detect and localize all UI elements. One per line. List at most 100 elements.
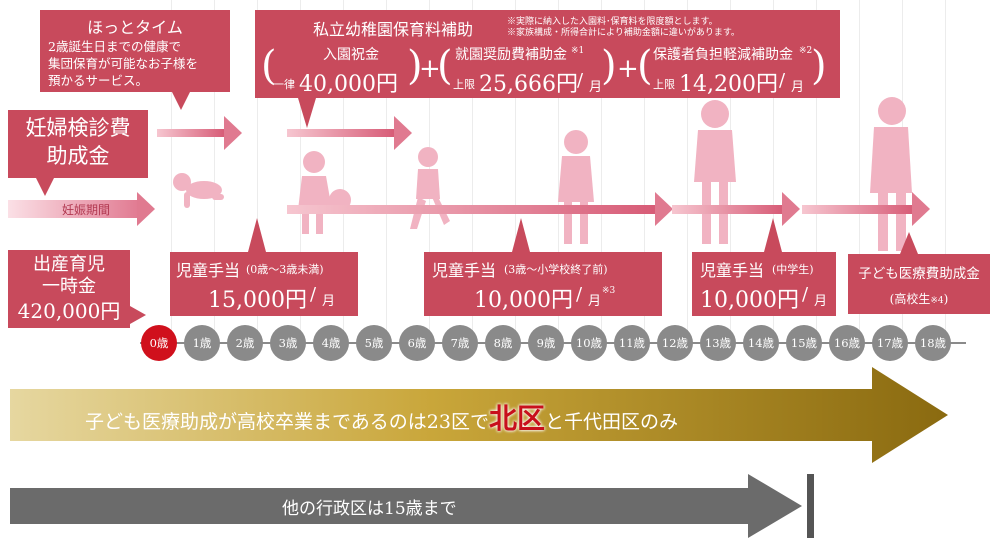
entrance-bonus-amount: 40,000円 bbox=[299, 72, 398, 97]
age-3: 3歳 bbox=[270, 325, 306, 361]
age-4: 4歳 bbox=[313, 325, 349, 361]
child-allowance-1-title: 児童手当 bbox=[176, 261, 241, 280]
guardian-relief-unit: 月 bbox=[791, 80, 805, 95]
age-9: 9歳 bbox=[528, 325, 564, 361]
medical-subsidy-close: ) bbox=[943, 292, 949, 306]
child-allowance-1-box: 児童手当 (0歳～3歳未満) 15,000円 / 月 bbox=[170, 252, 358, 316]
age-7: 7歳 bbox=[442, 325, 478, 361]
age-5: 5歳 bbox=[356, 325, 392, 361]
gray-banner-text: 他の行政区は15歳まで bbox=[282, 499, 457, 519]
childbirth-lumpsum-amount: 420,000円 bbox=[17, 299, 121, 323]
guardian-relief-label: 保護者負担軽減補助金 bbox=[653, 47, 793, 63]
gold-banner-highlight: 北区 bbox=[489, 402, 546, 435]
gold-banner-arrow bbox=[10, 367, 948, 463]
age-18: 18歳 bbox=[915, 325, 951, 361]
child-allowance-3-pointer bbox=[764, 218, 782, 252]
child-allowance-1-pointer bbox=[248, 218, 266, 252]
age-0: 0歳 bbox=[141, 325, 177, 361]
timeline-arrow-head-3 bbox=[912, 192, 930, 226]
age-15: 15歳 bbox=[786, 325, 822, 361]
enrollment-subsidy-prefix: 上限 bbox=[453, 78, 475, 91]
age-8: 8歳 bbox=[485, 325, 521, 361]
guardian-relief-mark: ※2 bbox=[799, 46, 813, 56]
prenatal-checkup-box: 妊婦検診費 助成金 bbox=[8, 110, 148, 178]
gold-banner-text: 子ども医療助成が高校卒業まであるのは23区で北区と千代田区のみ bbox=[85, 397, 678, 437]
child-allowance-3-amount: 10,000円 bbox=[700, 288, 799, 313]
age-17: 17歳 bbox=[872, 325, 908, 361]
timeline-arrow-bar-3 bbox=[802, 205, 914, 214]
guardian-relief-prefix: 上限 bbox=[653, 78, 675, 91]
child-allowance-2-mark: ※3 bbox=[602, 286, 616, 296]
kindergarten-arrow-bar bbox=[287, 129, 395, 137]
private-kindergarten-pointer bbox=[298, 98, 316, 128]
childbirth-lumpsum-line2: 一時金 bbox=[42, 276, 96, 297]
age-10: 10歳 bbox=[571, 325, 607, 361]
enrollment-subsidy-label: 就園奨励費補助金 bbox=[455, 47, 567, 63]
medical-subsidy-mark: ※4 bbox=[930, 296, 944, 306]
prenatal-checkup-pointer bbox=[36, 178, 54, 196]
prenatal-checkup-line2: 助成金 bbox=[46, 144, 110, 168]
hotto-time-title: ほっとタイム bbox=[87, 18, 183, 37]
timeline-arrow-head-1 bbox=[655, 192, 673, 226]
hotto-arrow-bar bbox=[157, 129, 225, 137]
age-14: 14歳 bbox=[743, 325, 779, 361]
age-11: 11歳 bbox=[614, 325, 650, 361]
gray-banner-arrow bbox=[10, 474, 814, 538]
medical-subsidy-title: 子ども医療費助成金 bbox=[858, 266, 980, 282]
age-13: 13歳 bbox=[700, 325, 736, 361]
hotto-time-pointer bbox=[172, 92, 190, 110]
childbirth-lumpsum-line1: 出産育児 bbox=[33, 254, 105, 275]
pregnancy-period-arrow-head bbox=[137, 192, 155, 226]
private-kindergarten-title: 私立幼稚園保育料補助 bbox=[313, 20, 474, 39]
child-allowance-2-pointer bbox=[512, 218, 530, 252]
toddler-with-ball-silhouette bbox=[298, 151, 351, 234]
gold-banner-post: と千代田区のみ bbox=[545, 411, 679, 433]
high-school-girl-silhouette bbox=[870, 97, 912, 251]
kindergarten-arrow-head bbox=[394, 116, 412, 150]
hotto-time-line3: 預かるサービス。 bbox=[48, 73, 149, 88]
age-1: 1歳 bbox=[184, 325, 220, 361]
child-allowance-2-range: (3歳～小学校終了前) bbox=[504, 263, 608, 276]
child-allowance-3-unit: 月 bbox=[814, 294, 828, 309]
entrance-bonus-prefix: 一律 bbox=[273, 78, 295, 91]
age-6: 6歳 bbox=[399, 325, 435, 361]
child-allowance-1-amount: 15,000円 bbox=[208, 288, 307, 313]
hotto-arrow-head bbox=[224, 116, 242, 150]
child-allowance-1-unit: 月 bbox=[322, 294, 336, 309]
schoolchild-silhouette bbox=[558, 130, 594, 244]
guardian-relief-amount: 14,200円 bbox=[679, 72, 778, 97]
age-16: 16歳 bbox=[829, 325, 865, 361]
hotto-time-line2: 集団保育が可能なお子様を bbox=[48, 56, 199, 71]
child-running-silhouette bbox=[410, 147, 450, 229]
plus-sign-2: + bbox=[617, 54, 639, 84]
child-allowance-3-range: (中学生) bbox=[772, 263, 814, 276]
hotto-time-box: ほっとタイム 2歳誕生日までの健康で 集団保育が可能なお子様を 預かるサービス。 bbox=[40, 10, 230, 92]
gold-banner-pre: 子ども医療助成が高校卒業まであるのは23区で bbox=[85, 411, 489, 433]
child-allowance-3-title: 児童手当 bbox=[700, 261, 765, 280]
age-12: 12歳 bbox=[657, 325, 693, 361]
medical-subsidy-box: 子ども医療費助成金 (高校生※4) bbox=[848, 254, 990, 314]
timeline-arrow-bar-2 bbox=[672, 205, 784, 214]
prenatal-checkup-line1: 妊婦検診費 bbox=[25, 116, 131, 140]
pregnancy-period-label: 妊娠期間 bbox=[62, 203, 111, 217]
timeline-arrow-head-2 bbox=[782, 192, 800, 226]
enrollment-subsidy-mark: ※1 bbox=[571, 46, 585, 56]
enrollment-subsidy-unit: 月 bbox=[589, 80, 603, 95]
medical-subsidy-sub: (高校生 bbox=[889, 292, 931, 306]
medical-subsidy-pointer bbox=[900, 232, 918, 254]
crawling-baby-silhouette bbox=[173, 173, 224, 208]
entrance-bonus-label: 入園祝金 bbox=[323, 47, 379, 63]
hotto-time-line1: 2歳誕生日までの健康で bbox=[48, 39, 181, 54]
timeline-arrow-bar-1 bbox=[287, 205, 657, 214]
childbirth-lumpsum-pointer bbox=[130, 306, 146, 324]
child-allowance-2-box: 児童手当 (3歳～小学校終了前) 10,000円 / 月 ※3 bbox=[424, 252, 662, 316]
child-allowance-2-amount: 10,000円 bbox=[474, 288, 573, 313]
pregnancy-period-bar bbox=[8, 200, 138, 218]
child-allowance-2-title: 児童手当 bbox=[432, 261, 497, 280]
plus-sign-1: + bbox=[419, 54, 441, 84]
private-kindergarten-box: 私立幼稚園保育料補助 ※実際に納入した入園料･保育料を限度額とします。 ※家族構… bbox=[255, 10, 840, 98]
childbirth-lumpsum-box: 出産育児 一時金 420,000円 bbox=[8, 250, 130, 328]
private-kindergarten-note1: ※実際に納入した入園料･保育料を限度額とします。 bbox=[507, 17, 718, 27]
private-kindergarten-note2: ※家族構成・所得合計により補助金額に違いがあります。 bbox=[507, 28, 740, 38]
child-allowance-3-box: 児童手当 (中学生) 10,000円 / 月 bbox=[692, 252, 836, 316]
